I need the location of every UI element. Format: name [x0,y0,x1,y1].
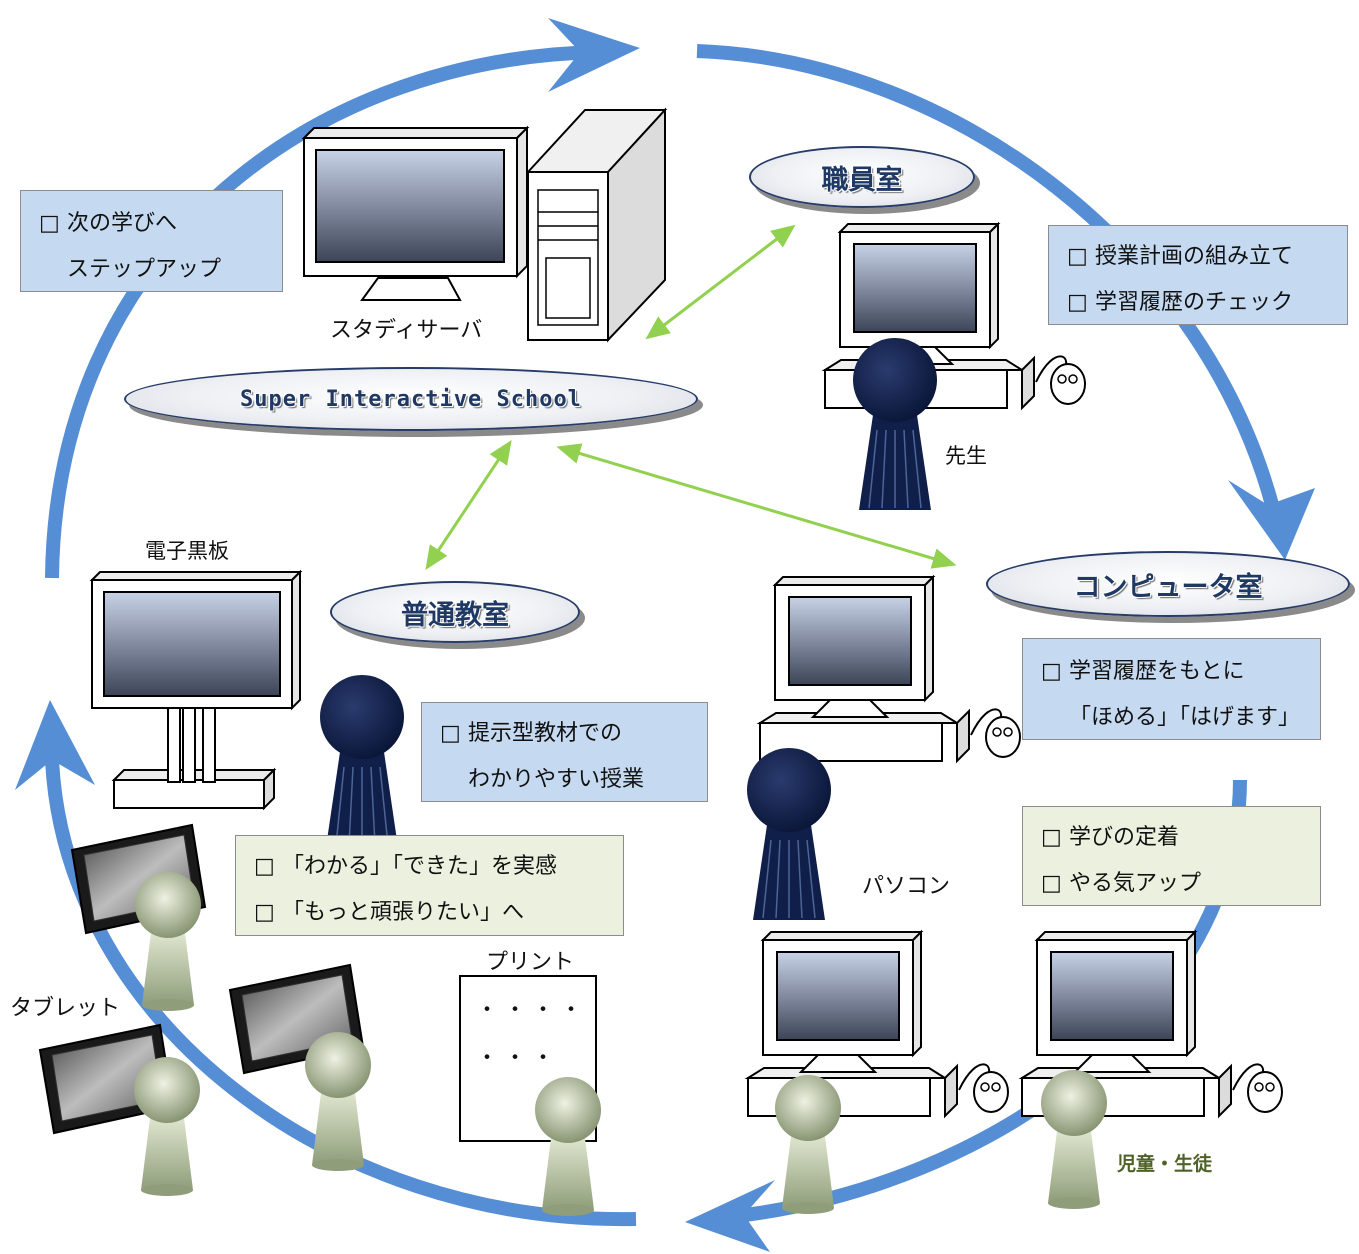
teacher-tasks-note: □ 授業計画の組み立て □ 学習履歴のチェック [1048,225,1348,325]
note-line: ステップアップ [67,257,222,282]
note-line: 学習履歴をもとに [1069,659,1245,684]
electronic-blackboard-label: 電子黒板 [145,539,229,563]
computer-room-oval: コンピュータ室 [986,551,1350,617]
system-name: Super Interactive School [240,386,582,412]
computer-room-teacher-figure [746,747,832,921]
staff-room-oval: 職員室 [749,146,975,208]
link-server-staffroom [645,224,796,340]
system-name-oval: Super Interactive School [124,367,698,431]
cycle-arrowheads [15,18,1315,1252]
student-figure-tablet-2 [305,1032,371,1171]
pc-label: パソコン [862,874,951,899]
checkbox-marker: □ [1041,659,1062,684]
checkbox-marker: □ [1041,871,1062,896]
cycle-arrow-top-right [696,44,1283,522]
note-line: 学習履歴のチェック [1095,290,1294,315]
note-line: 「もっと頑張りたい」へ [282,900,525,925]
checkbox-marker: □ [1067,244,1088,269]
checkbox-marker: □ [1041,825,1062,850]
checkbox-marker: □ [440,721,461,746]
tablet-label: タブレット [10,996,121,1021]
classroom-oval: 普通教室 [330,581,580,643]
link-system-computerroom [556,443,957,569]
student-figure-pc-1 [775,1075,841,1214]
note-line: 授業計画の組み立て [1095,244,1294,269]
electronic-blackboard [89,569,303,811]
arrowhead-left [15,700,95,790]
checkbox-marker: □ [254,854,275,879]
classroom-label: 普通教室 [401,599,509,631]
print-dots-row-2: ・・・ [476,1046,561,1071]
teacher-label: 先生 [945,444,987,468]
student-figure-tablet-1 [135,872,201,1011]
next-step-note: □ 次の学びへ ステップアップ [20,190,283,292]
cycle-arrow-bottom-left [45,759,637,1227]
learning-result-note: □ 学びの定着 □ やる気アップ [1022,806,1321,906]
note-line: 「わかる」「できた」を実感 [282,854,558,879]
link-system-classroom [425,440,512,570]
print-label: プリント [486,950,575,975]
arrowhead-top [548,18,640,92]
student-figure-print [535,1077,601,1216]
note-line: 「ほめる」「はげます」 [1069,705,1301,730]
checkbox-marker: □ [39,211,60,236]
arrowhead-right [1228,480,1315,560]
print-dots-row-1: ・・・・ [476,998,589,1023]
note-line: 提示型教材での [468,721,623,746]
link-arrows [425,224,957,570]
note-line: 次の学びへ [67,211,178,236]
student-figure-tablet-3 [134,1057,200,1196]
classroom-teacher-figure [319,674,405,848]
student-figure-pc-2 [1041,1070,1107,1209]
note-line: 学びの定着 [1069,825,1180,850]
server-label: スタディサーバ [330,318,483,343]
praise-note: □ 学習履歴をもとに 「ほめる」「はげます」 [1022,638,1321,740]
checkbox-marker: □ [1067,290,1088,315]
note-line: わかりやすい授業 [468,767,645,792]
students-label: 児童・生徒 [1117,1153,1213,1175]
staff-room-label: 職員室 [821,164,903,196]
study-server [301,107,668,343]
arrowhead-bottom [685,1180,775,1252]
teacher-figure [852,337,938,511]
student-feeling-note: □ 「わかる」「できた」を実感 □ 「もっと頑張りたい」へ [235,835,624,936]
computer-room-label: コンピュータ室 [1073,571,1263,603]
classroom-lesson-note: □ 提示型教材での わかりやすい授業 [421,702,708,802]
note-line: やる気アップ [1069,871,1202,896]
checkbox-marker: □ [254,900,275,925]
computer-room-pc-top [760,577,1020,761]
